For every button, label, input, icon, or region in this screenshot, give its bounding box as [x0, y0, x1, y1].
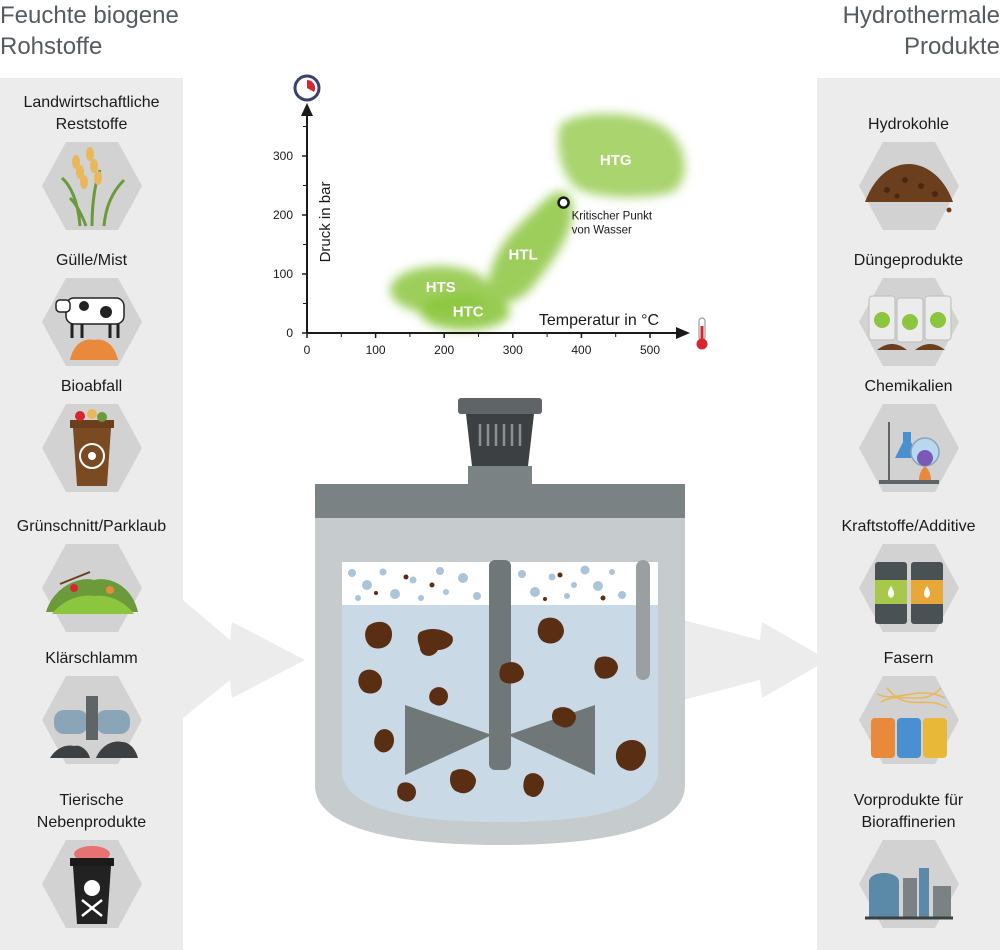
input-label: Bioabfall	[60, 378, 123, 395]
motor-body	[466, 414, 534, 466]
region-label-htg: HTG	[600, 152, 632, 169]
biorefinery-icon	[858, 840, 959, 928]
input-item-sewage-sludge: Klärschlamm	[0, 648, 183, 766]
output-label: Kraftstoffe/Additive	[841, 518, 976, 535]
foam-bubbles	[348, 565, 626, 601]
output-label: Fasern	[883, 650, 934, 667]
critical-point-label-line2: von Wasser	[572, 225, 632, 237]
baffle-pipe	[636, 560, 650, 680]
input-label: Landwirtschaftliche	[23, 94, 160, 111]
input-label: Klärschlamm	[45, 650, 138, 667]
input-item-agricultural-residues: Landwirtschaftliche Reststoffe	[0, 92, 183, 232]
region-blob-htl	[488, 191, 573, 304]
region-label-htc: HTC	[453, 304, 484, 321]
output-label: Düngeprodukte	[853, 252, 964, 269]
output-item-fertilizer: Düngeprodukte	[817, 250, 1000, 368]
x-ticks: 0 100 200 300 400 500	[304, 333, 660, 357]
outputs-column-title: Hydrothermale Produkte	[843, 0, 1000, 62]
x-tick-label: 300	[503, 343, 523, 357]
region-label-htl: HTL	[509, 246, 538, 263]
stirred-reactor-icon	[315, 398, 685, 845]
y-tick-label: 300	[273, 149, 293, 163]
biowaste-bin-icon	[41, 404, 142, 492]
outputs-title-line2: Produkte	[903, 33, 1000, 60]
input-label-line2: Reststoffe	[55, 116, 128, 133]
x-tick-label: 500	[640, 343, 660, 357]
input-label-line2: Nebenprodukte	[36, 814, 147, 831]
output-item-fibers: Fasern	[817, 648, 1000, 766]
output-flow-arrow	[683, 620, 828, 700]
fuel-barrels-icon	[858, 544, 959, 632]
inputs-column-title: Feuchte biogene Rohstoffe	[0, 0, 179, 62]
y-tick-label: 100	[273, 267, 293, 281]
npk-fertilizer-icon	[858, 278, 959, 366]
reactor-lid	[315, 484, 685, 518]
input-label: Gülle/Mist	[55, 252, 128, 269]
biomass-particles	[358, 617, 646, 802]
input-item-animal-byproducts: Tierische Nebenprodukte	[0, 790, 183, 930]
output-label-line2: Bioraffinerien	[861, 814, 956, 831]
stirrer-shaft	[489, 560, 511, 770]
output-label: Chemikalien	[864, 378, 953, 395]
lab-flasks-icon	[858, 404, 959, 492]
cow-manure-icon	[41, 278, 142, 366]
inputs-title-line1: Feuchte biogene	[0, 2, 179, 29]
y-tick-label: 0	[286, 326, 293, 340]
region-blob-htg	[558, 113, 685, 198]
output-item-fuels-additives: Kraftstoffe/Additive	[817, 516, 1000, 634]
input-item-green-waste: Grünschnitt/Parklaub	[0, 516, 183, 634]
animal-waste-bin-icon	[41, 840, 142, 928]
phase-diagram-chart: 0 100 200 300 400 500 0 100 200 300 Druck in bar…	[273, 74, 708, 357]
motor-base	[468, 466, 532, 486]
input-label: Tierische	[59, 792, 124, 809]
x-tick-label: 200	[434, 343, 454, 357]
region-label-hts: HTS	[426, 279, 456, 296]
thermometer-icon	[696, 317, 708, 350]
y-tick-label: 200	[273, 208, 293, 222]
x-tick-label: 0	[304, 343, 311, 357]
fiber-spools-icon	[858, 676, 959, 764]
y-axis-arrowhead	[301, 103, 313, 116]
y-ticks: 0 100 200 300	[273, 126, 307, 340]
x-axis-arrowhead	[676, 327, 690, 339]
region-blob-htc	[420, 294, 510, 330]
outputs-title-line1: Hydrothermale	[842, 2, 1000, 29]
x-axis-label: Temperatur in °C	[539, 312, 659, 329]
y-axis-label: Druck in bar	[317, 182, 334, 263]
hydrochar-pile-icon	[858, 142, 959, 230]
input-item-biowaste: Bioabfall	[0, 376, 183, 494]
pressure-gauge-icon	[293, 74, 321, 102]
inputs-title-line2: Rohstoffe	[0, 33, 103, 60]
x-tick-label: 400	[571, 343, 591, 357]
output-item-chemicals: Chemikalien	[817, 376, 1000, 494]
output-item-hydrochar: Hydrokohle	[817, 114, 1000, 232]
output-item-biorefinery-precursors: Vorprodukte für Bioraffinerien	[817, 790, 1000, 930]
motor-cap	[458, 398, 542, 414]
input-item-manure: Gülle/Mist	[0, 250, 183, 368]
region-blobs	[390, 113, 685, 330]
input-label: Grünschnitt/Parklaub	[16, 518, 167, 535]
input-flow-arrow	[183, 600, 305, 718]
stirrer-blade-left	[405, 705, 492, 775]
sewage-sludge-icon	[41, 676, 142, 764]
x-tick-label: 100	[366, 343, 386, 357]
critical-point-marker	[557, 196, 570, 209]
output-label: Vorprodukte für	[853, 792, 964, 809]
region-labels: HTS HTC HTL HTG	[426, 152, 632, 321]
wheat-icon	[41, 142, 142, 230]
output-label: Hydrokohle	[868, 116, 949, 133]
green-waste-icon	[41, 544, 142, 632]
critical-point-label: Kritischer Punkt	[572, 211, 653, 223]
